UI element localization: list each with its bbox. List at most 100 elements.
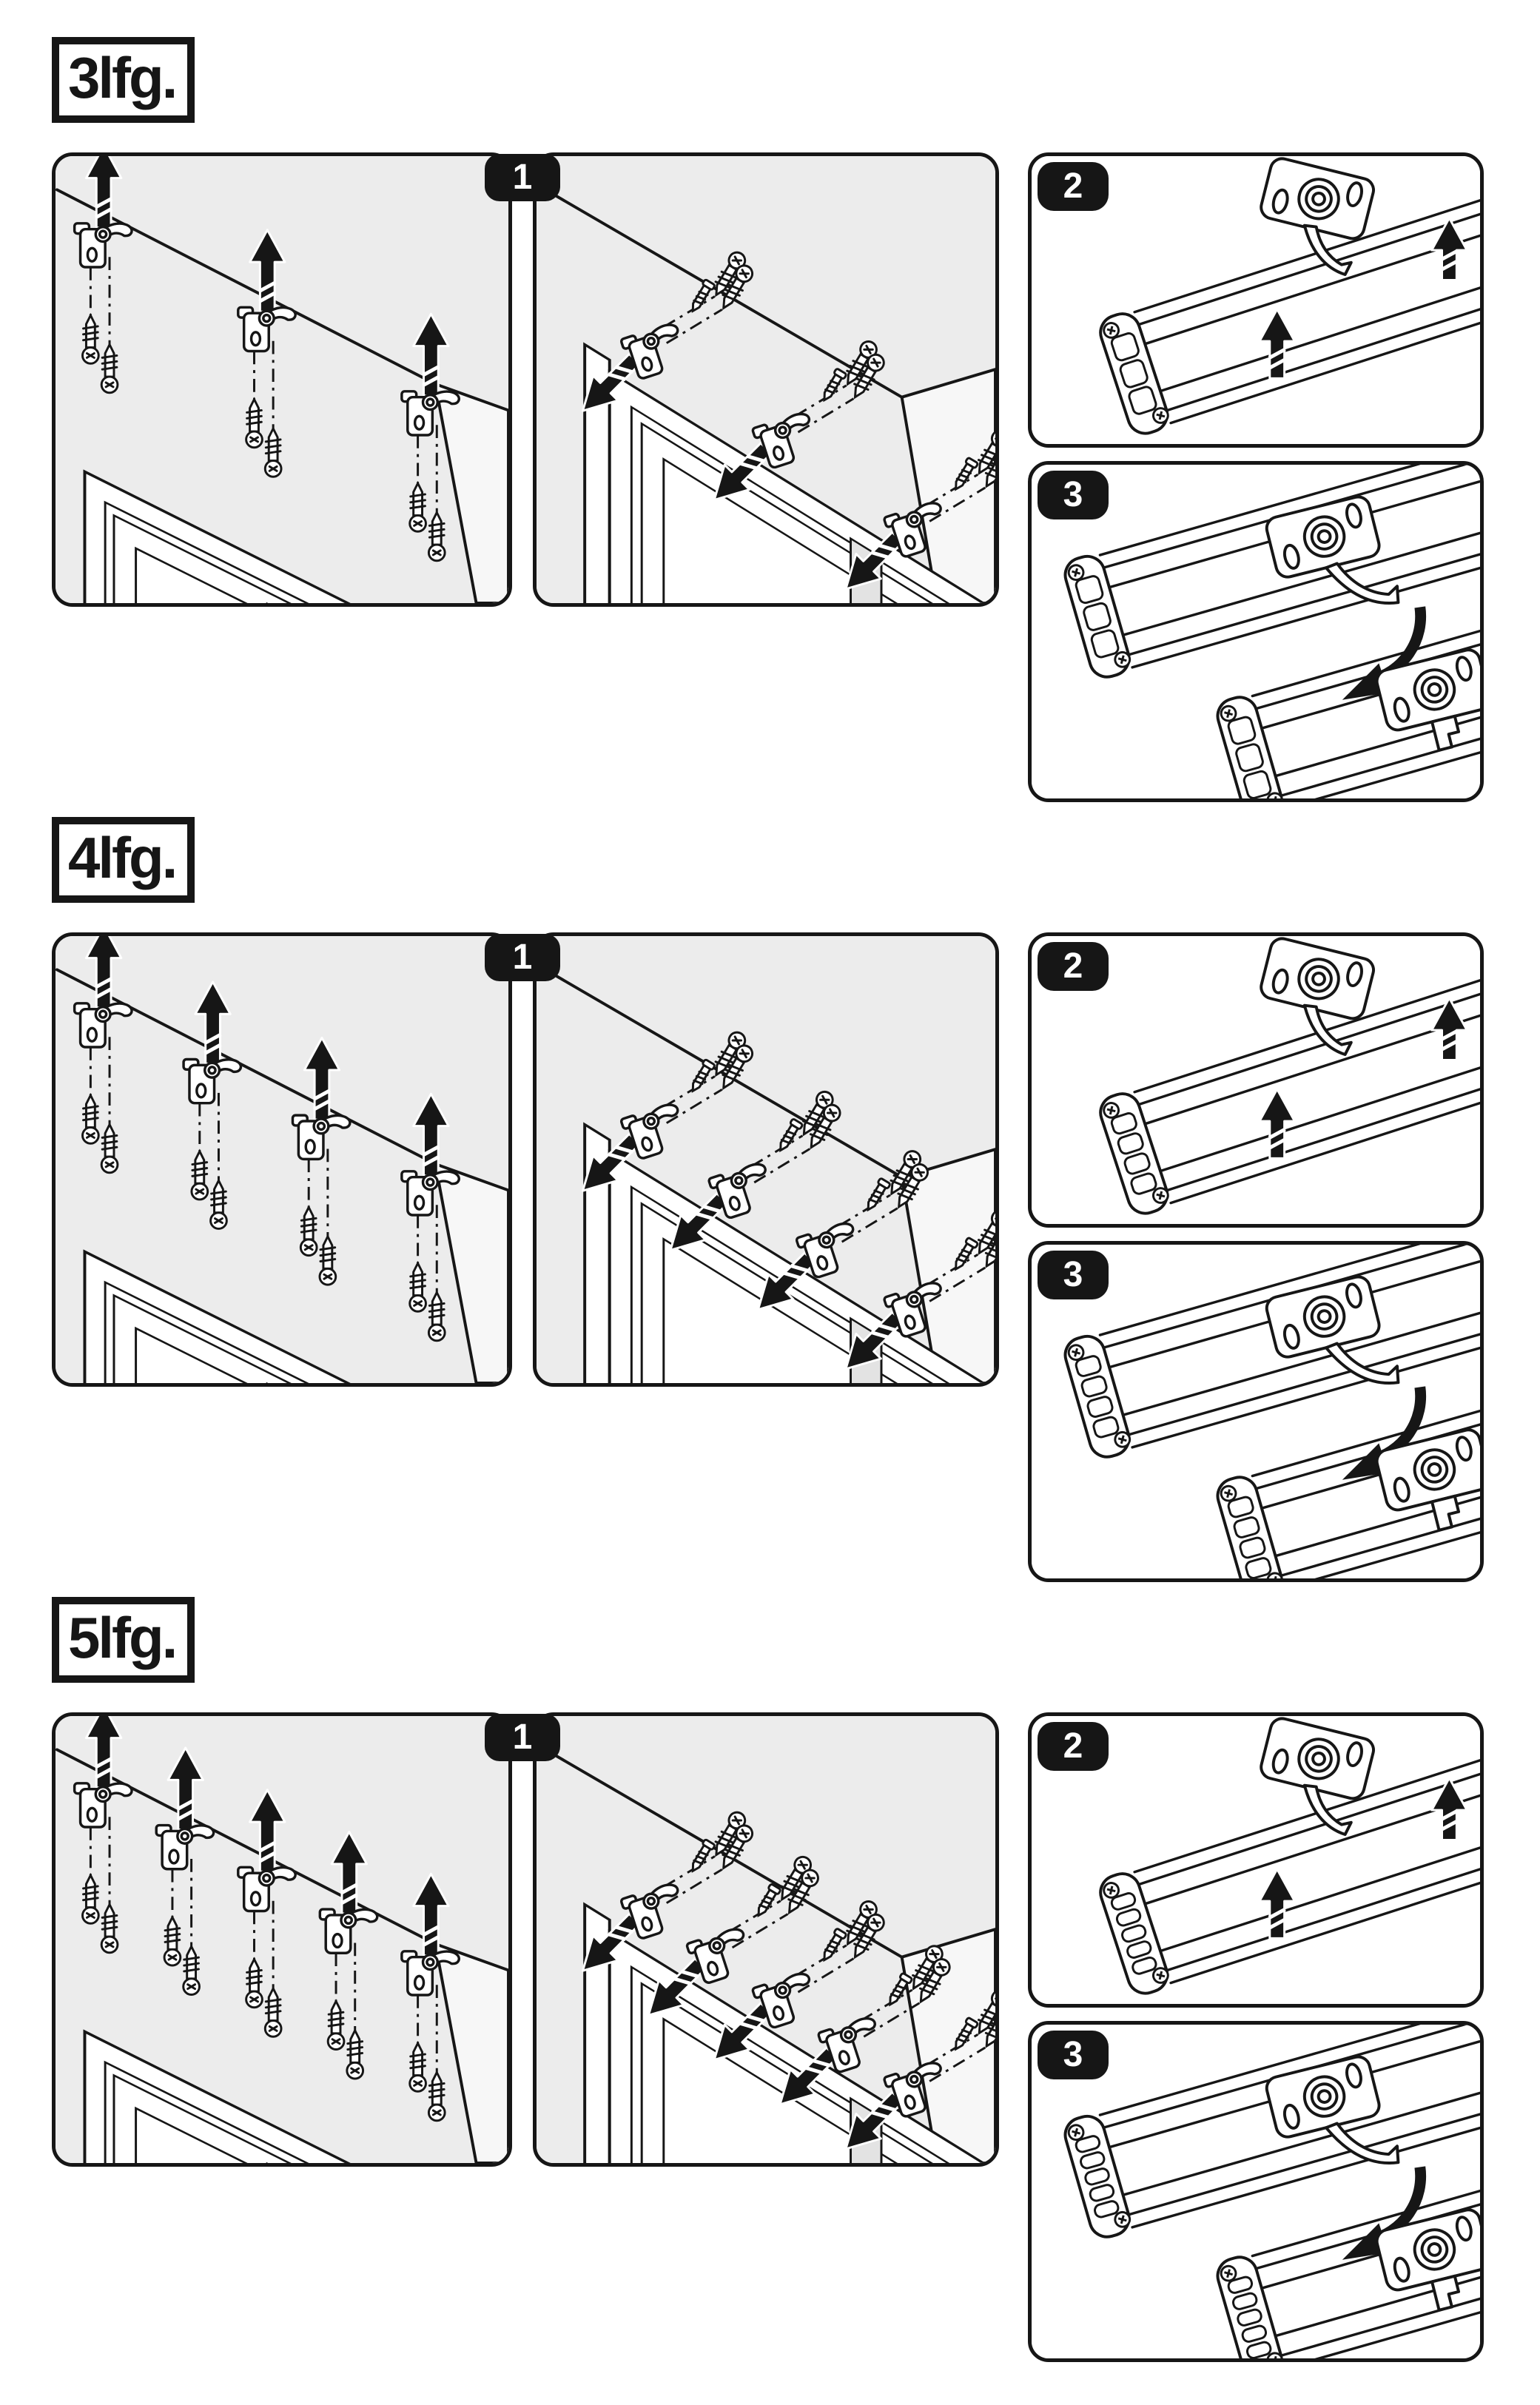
screw-icon — [846, 340, 878, 386]
clamp-bracket-icon — [1260, 157, 1375, 277]
phillips-screw-head-icon — [1103, 322, 1120, 339]
ceiling-mounting-illustration — [56, 156, 508, 603]
bracket-icon — [73, 222, 133, 269]
screw-icon — [408, 1260, 427, 1313]
screw-icon — [245, 397, 263, 449]
panel-rail-lock: 3 — [1028, 2021, 1484, 2362]
phillips-screw-head-icon — [1067, 1344, 1085, 1362]
rail-lock-scene — [1032, 1245, 1480, 1578]
bracket-icon — [707, 1163, 767, 1220]
wall-plug-icon — [691, 1058, 716, 1093]
wall-plug-icon — [779, 1118, 804, 1153]
screw-icon — [722, 1824, 754, 1871]
section-4-track: 4lfg. 1 2 3 — [52, 817, 1488, 1582]
right-steps-column: 2 3 — [1028, 1712, 1484, 2362]
rail-lock-illustration — [1032, 465, 1480, 798]
screw-icon — [984, 454, 995, 488]
screw-icon — [209, 1177, 228, 1230]
rail-endcap-icon — [1099, 312, 1169, 435]
up-arrow-icon — [303, 1037, 341, 1121]
door-frame — [583, 1902, 995, 2163]
rail-body — [1133, 1726, 1480, 1985]
up-arrow-icon — [1430, 997, 1468, 1061]
rail-endcap-icon — [1216, 696, 1284, 798]
clamp-bracket-icon — [1260, 937, 1375, 1057]
screw-icon — [890, 1150, 922, 1196]
panel-rail-lock: 3 — [1028, 1241, 1484, 1582]
phillips-screw-head-icon — [1220, 2264, 1237, 2282]
screw-icon — [809, 1103, 841, 1150]
rail-endcap-icon — [1063, 554, 1132, 679]
bracket-icon — [817, 2017, 876, 2073]
screw-icon — [722, 264, 754, 311]
rail-attach-illustration — [1032, 156, 1480, 444]
panel-rail-attach: 2 — [1028, 1712, 1484, 2008]
screw-icon — [853, 1913, 885, 1960]
screw-icon — [163, 1914, 182, 1967]
screw-icon — [81, 1872, 100, 1925]
rail-attach-scene — [1032, 156, 1480, 444]
door-frame — [583, 1122, 995, 1383]
step-1-badge: 1 — [485, 154, 560, 201]
bracket-icon — [237, 1866, 297, 1913]
bracket-icon — [883, 1282, 942, 1338]
screw-icon — [977, 1209, 995, 1256]
panel-wall-mounting — [533, 152, 999, 607]
door-frame — [83, 1249, 508, 1383]
rail-endcap-icon — [1063, 1334, 1132, 1459]
wall-mounting-scene — [537, 156, 995, 603]
section-3-track: 3lfg. 1 2 3 — [52, 37, 1488, 802]
ceiling-mounting-illustration — [56, 936, 508, 1383]
up-arrow-icon — [412, 312, 450, 397]
up-arrow-icon — [1258, 1868, 1296, 1940]
door-frame — [83, 2029, 508, 2163]
panel-wall-mounting — [533, 932, 999, 1387]
clamp-bracket-icon — [1375, 1428, 1480, 1532]
screw-icon — [897, 1163, 929, 1209]
step-row: 1 2 3 — [52, 152, 1488, 802]
screw-icon — [263, 1985, 283, 2038]
rail-body — [1251, 1349, 1480, 1578]
panel-wall-mounting — [533, 1712, 999, 2167]
up-arrow-icon — [1430, 217, 1468, 281]
phillips-screw-head-icon — [1266, 1572, 1284, 1578]
rail-attach-illustration — [1032, 1716, 1480, 2004]
wall-plug-icon — [867, 1177, 891, 1212]
up-arrow-icon — [1258, 308, 1296, 380]
wall-plug-icon — [823, 1928, 847, 1962]
screw-icon — [100, 1122, 119, 1174]
bracket-icon — [291, 1114, 352, 1161]
screw-icon — [318, 1234, 337, 1286]
bracket-icon — [400, 390, 460, 437]
clamp-bracket-icon — [1375, 2208, 1480, 2312]
bracket-icon — [883, 502, 942, 558]
step-1-badge: 1 — [485, 934, 560, 981]
screw-icon — [190, 1148, 209, 1201]
rail-body — [1133, 166, 1480, 425]
step-2-badge: 2 — [1038, 942, 1109, 991]
bracket-icon — [751, 412, 811, 469]
bracket-icon — [619, 1103, 679, 1160]
step-row: 1 2 3 — [52, 1712, 1488, 2362]
phillips-screw-head-icon — [1067, 2124, 1085, 2142]
screw-icon — [427, 2070, 446, 2122]
phillips-screw-head-icon — [1220, 1484, 1237, 1502]
bracket-icon — [73, 1002, 133, 1049]
phillips-screw-head-icon — [1103, 1102, 1120, 1119]
clamp-bracket-icon — [1375, 648, 1480, 752]
panel-ceiling-mounting — [52, 1712, 512, 2167]
screw-icon — [427, 1290, 446, 1342]
rail-body — [1251, 2129, 1480, 2358]
screw-icon — [299, 1205, 318, 1257]
wall-mounting-illustration — [537, 156, 995, 603]
bracket-icon — [619, 1883, 679, 1940]
clamp-bracket-icon — [1260, 1717, 1375, 1837]
size-label: 4lfg. — [52, 817, 195, 903]
screw-icon — [100, 342, 119, 394]
size-label: 5lfg. — [52, 1597, 195, 1683]
ceiling-mounting-scene — [56, 936, 508, 1383]
screw-icon — [408, 480, 427, 533]
step-3-badge: 3 — [1038, 471, 1109, 519]
push-arrow-icon — [582, 352, 641, 412]
